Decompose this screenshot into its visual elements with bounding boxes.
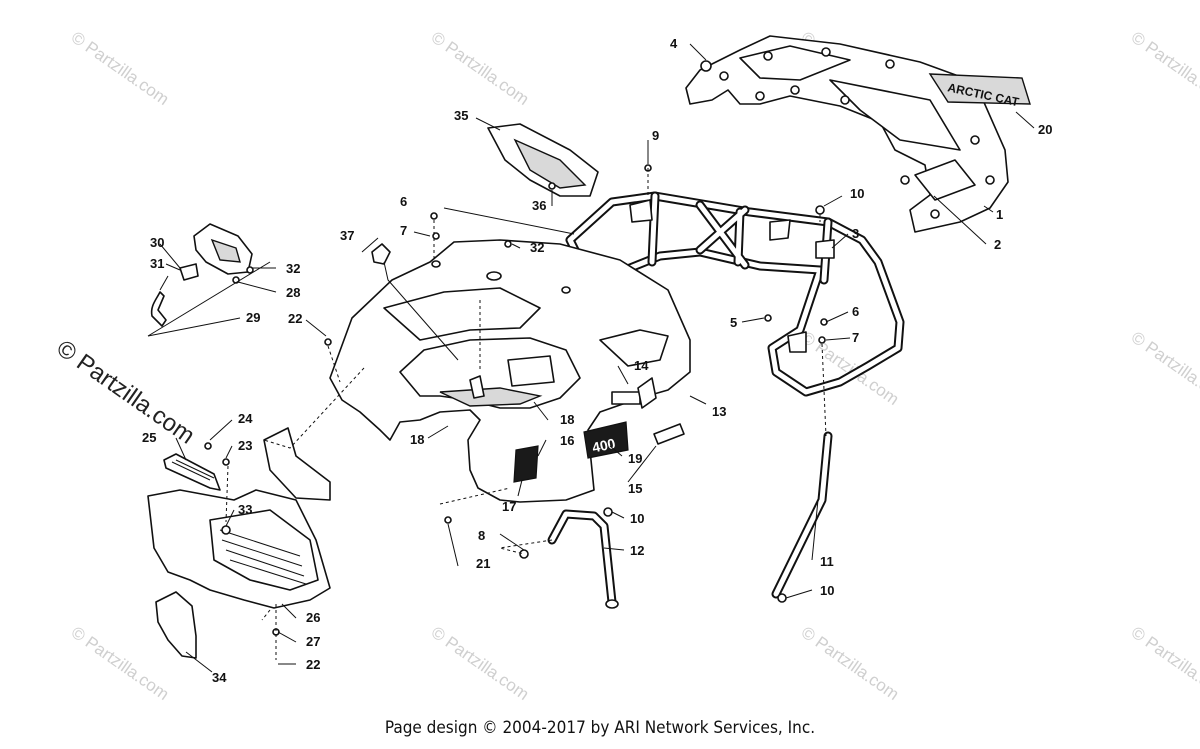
callout-27: 27 [306, 634, 320, 649]
mud-flap [155, 591, 197, 659]
callout-28: 28 [286, 285, 300, 300]
callout-13: 13 [712, 404, 726, 419]
callout-6: 6 [852, 304, 859, 319]
callout-22: 22 [306, 657, 320, 672]
callout-17: 17 [502, 499, 516, 514]
callout-37: 37 [340, 228, 354, 243]
callout-6: 6 [400, 194, 407, 209]
rear-rack-cover [685, 35, 1009, 233]
callout-30: 30 [150, 235, 164, 250]
svg-text:© Partzilla.com: © Partzilla.com [428, 28, 533, 109]
svg-text:© Partzilla.com: © Partzilla.com [1128, 328, 1200, 409]
callout-1: 1 [996, 207, 1003, 222]
callout-32: 32 [286, 261, 300, 276]
callout-32: 32 [530, 240, 544, 255]
callout-labels: 1 2 3 4 5 6 6 7 7 8 9 10 10 10 11 12 13 … [142, 36, 1052, 685]
callout-19: 19 [628, 451, 642, 466]
callout-9: 9 [652, 128, 659, 143]
callout-33: 33 [238, 502, 252, 517]
wire-clip [371, 243, 391, 265]
callout-36: 36 [532, 198, 546, 213]
svg-text:© Partzilla.com: © Partzilla.com [428, 623, 533, 704]
callout-31: 31 [150, 256, 164, 271]
callout-29: 29 [246, 310, 260, 325]
callout-7: 7 [400, 223, 407, 238]
svg-text:© Partzilla.com: © Partzilla.com [1128, 623, 1200, 704]
leader-lines [147, 43, 1035, 673]
callout-34: 34 [212, 670, 227, 685]
callout-25: 25 [142, 430, 156, 445]
callout-12: 12 [630, 543, 644, 558]
callout-4: 4 [670, 36, 678, 51]
callout-14: 14 [634, 358, 649, 373]
callout-11: 11 [820, 554, 834, 569]
svg-text:© Partzilla.com: © Partzilla.com [1128, 28, 1200, 109]
floorboard [147, 427, 331, 609]
callout-3: 3 [852, 226, 859, 241]
rear-fender: 400 [329, 239, 691, 503]
callout-23: 23 [238, 438, 252, 453]
reflector [653, 423, 685, 445]
svg-text:© Partzilla.com: © Partzilla.com [68, 623, 173, 704]
svg-text:© Partzilla.com: © Partzilla.com [798, 328, 903, 409]
callout-7: 7 [852, 330, 859, 345]
svg-text:© Partzilla.com: © Partzilla.com [798, 623, 903, 704]
callout-18: 18 [560, 412, 574, 427]
callout-10: 10 [820, 583, 834, 598]
callout-8: 8 [478, 528, 485, 543]
svg-text:© Partzilla.com: © Partzilla.com [68, 28, 173, 109]
callout-10: 10 [850, 186, 864, 201]
rear-rack-frame [565, 191, 905, 397]
callout-18: 18 [410, 432, 424, 447]
watermark-prominent: © Partzilla.com [52, 335, 200, 450]
callout-5: 5 [730, 315, 737, 330]
heat-shield [487, 123, 599, 197]
callout-15: 15 [628, 481, 642, 496]
footrest-trim [163, 453, 221, 491]
page-footer: Page design © 2004-2017 by ARI Network S… [384, 718, 816, 738]
callout-10: 10 [630, 511, 644, 526]
callout-16: 16 [560, 433, 574, 448]
svg-text:400: 400 [591, 435, 617, 456]
svg-text:© Partzilla.com: © Partzilla.com [52, 335, 200, 450]
fasteners [204, 60, 828, 636]
callout-24: 24 [238, 411, 253, 426]
callout-21: 21 [476, 556, 490, 571]
support-bracket [547, 509, 619, 609]
callout-22: 22 [288, 311, 302, 326]
callout-35: 35 [454, 108, 468, 123]
taillight-assembly [150, 223, 253, 327]
support-rod [771, 431, 833, 599]
callout-26: 26 [306, 610, 320, 625]
callout-20: 20 [1038, 122, 1052, 137]
callout-2: 2 [994, 237, 1001, 252]
